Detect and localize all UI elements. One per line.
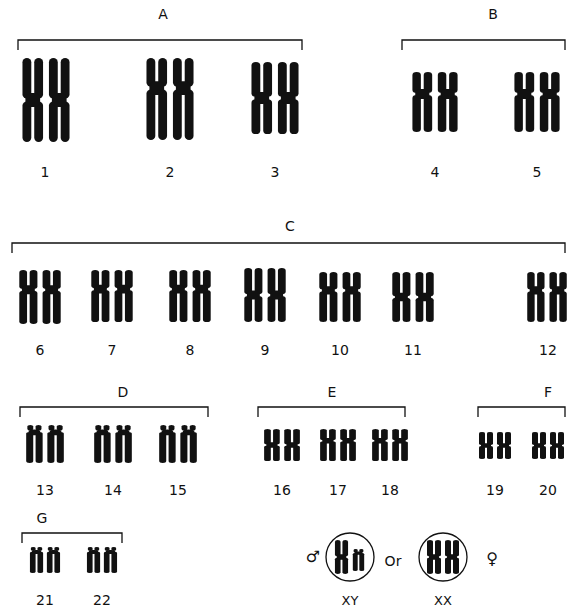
chromosome-label: 20 xyxy=(539,483,557,497)
chromosome-label: 9 xyxy=(261,343,270,357)
group-letter: G xyxy=(37,511,48,525)
chromosome-label: 2 xyxy=(166,165,175,179)
chromosome-pairs xyxy=(19,58,566,573)
chromosome-label: 8 xyxy=(186,343,195,357)
chromosome-label: 4 xyxy=(431,165,440,179)
chromosome-label: XY xyxy=(342,594,359,607)
chromosome-label: 14 xyxy=(104,483,122,497)
chromosome-label: 5 xyxy=(533,165,542,179)
group-letter: C xyxy=(285,219,295,233)
chromosome-label: Or xyxy=(385,554,402,568)
chromosome-label: 12 xyxy=(539,343,557,357)
chromosome-label: 22 xyxy=(93,593,111,607)
chromosome-label: ♀ xyxy=(486,551,498,567)
group-letter: D xyxy=(118,385,129,399)
chromosome-label: 16 xyxy=(273,483,291,497)
group-letter: B xyxy=(488,7,498,21)
chromosome-label: 1 xyxy=(41,165,50,179)
chromosome-label: ♂ xyxy=(306,549,320,565)
chromosome-label: 21 xyxy=(36,593,54,607)
sex-chromosomes xyxy=(326,533,467,581)
group-letter: E xyxy=(328,385,337,399)
group-letter: A xyxy=(158,7,168,21)
chromosome-label: 3 xyxy=(271,165,280,179)
group-letter: F xyxy=(544,385,552,399)
chromosome-label: 19 xyxy=(486,483,504,497)
chromosome-label: 7 xyxy=(108,343,117,357)
chromosome-label: 10 xyxy=(331,343,349,357)
chromosome-label: 17 xyxy=(329,483,347,497)
chromosome-label: 15 xyxy=(169,483,187,497)
chromosome-label: 13 xyxy=(36,483,54,497)
chromosome-label: 18 xyxy=(381,483,399,497)
chromosome-label: 11 xyxy=(404,343,422,357)
group-brackets xyxy=(12,40,565,543)
chromosome-label: 6 xyxy=(36,343,45,357)
chromosome-label: XX xyxy=(434,594,452,607)
